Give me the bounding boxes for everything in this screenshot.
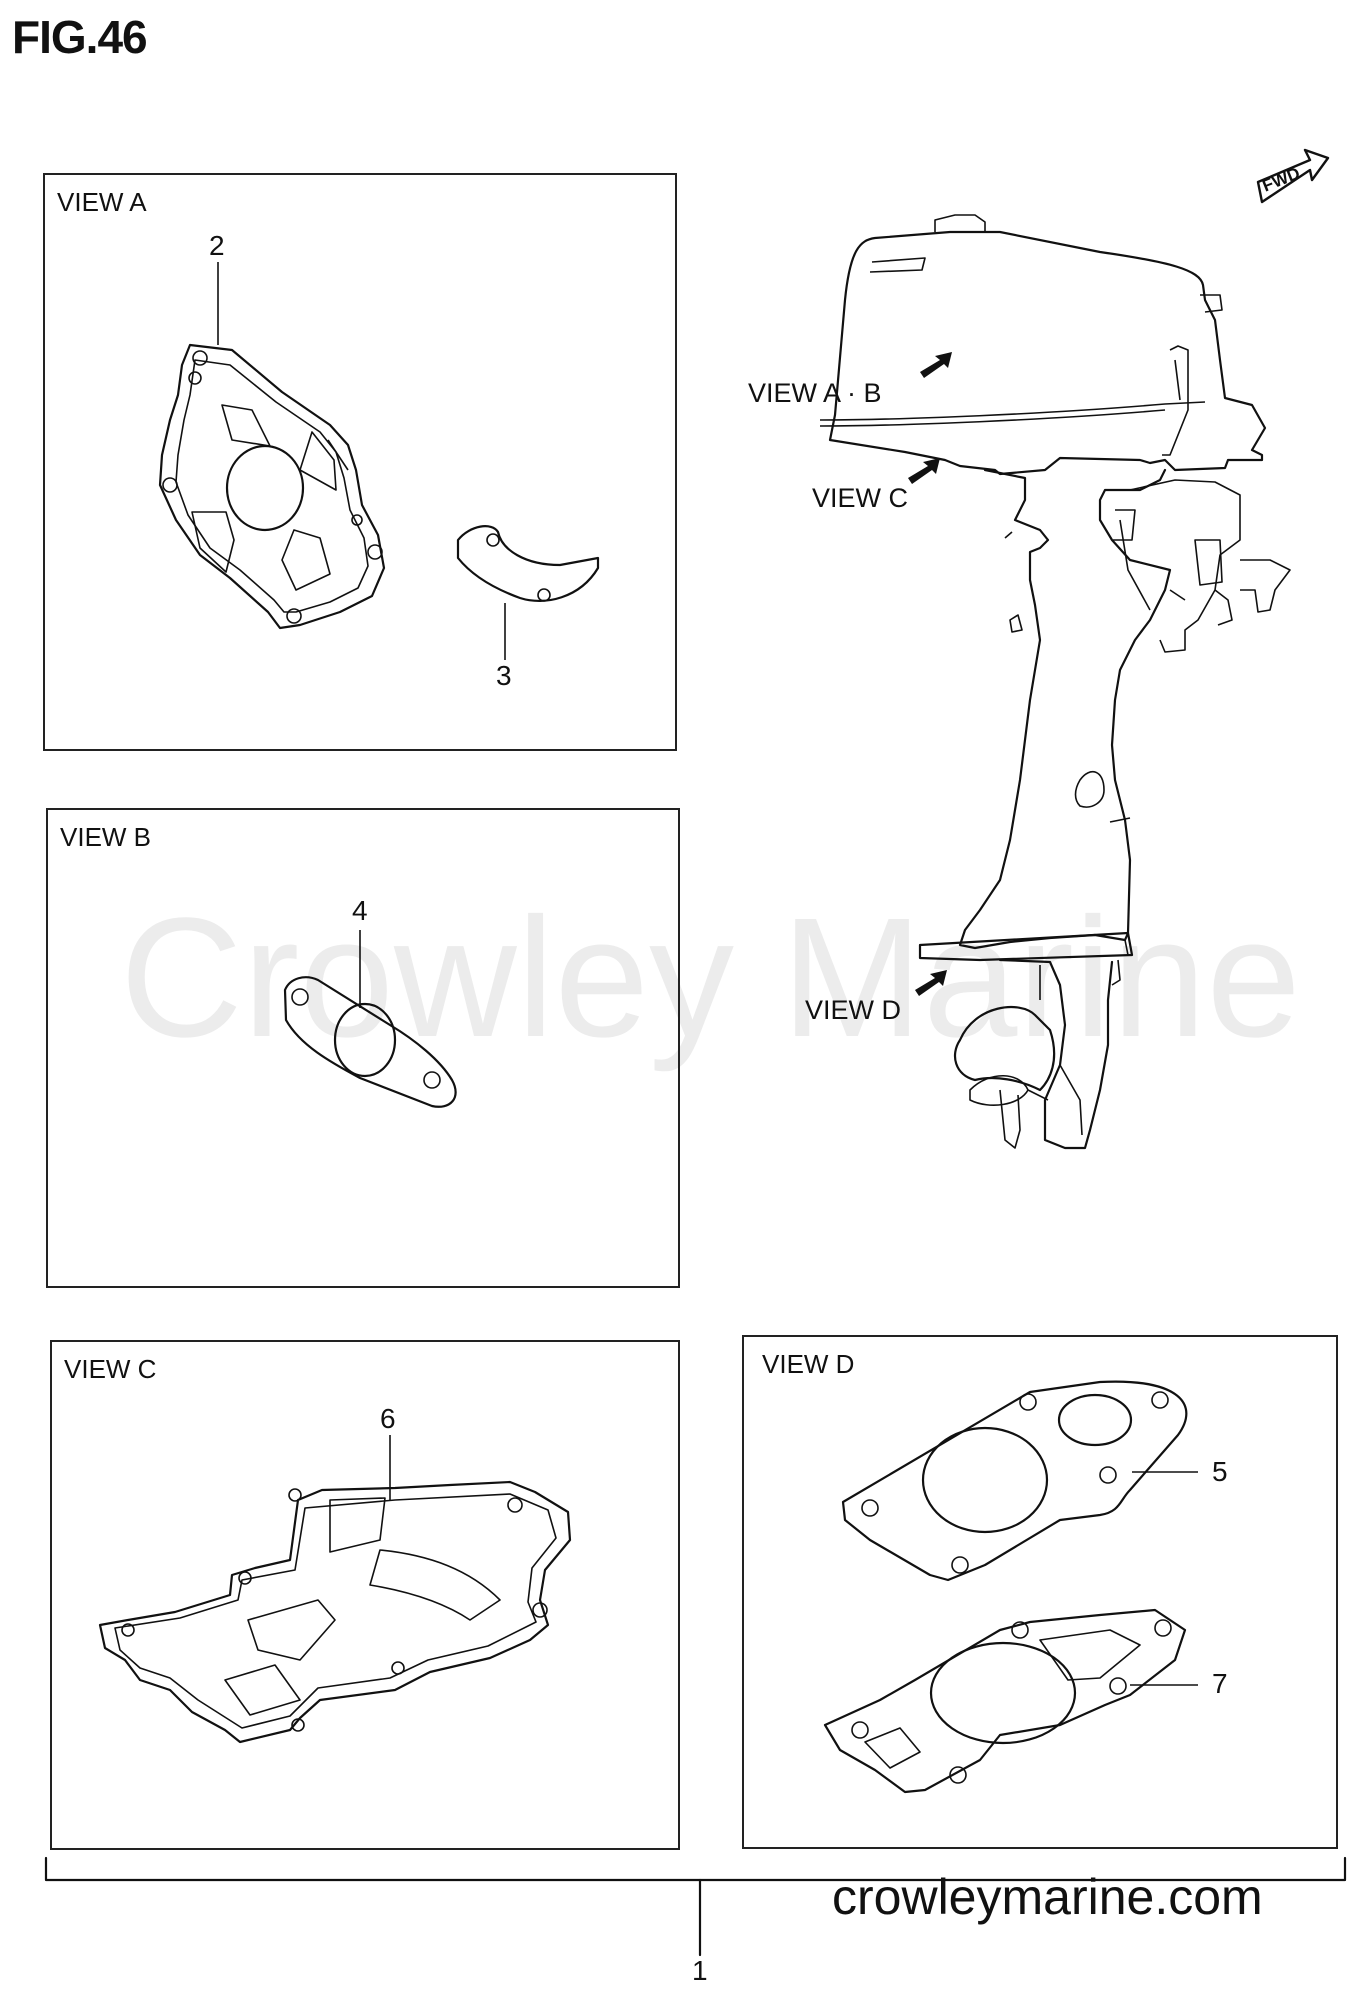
view-b-panel: VIEW B xyxy=(46,808,680,1288)
callout-view-d: VIEW D xyxy=(805,995,902,1025)
part-number-5: 5 xyxy=(1212,1456,1228,1487)
gasket-part-3 xyxy=(456,525,600,660)
gasket-part-7 xyxy=(823,1608,1198,1794)
gasket-part-4 xyxy=(283,930,457,1108)
assembly-bracket xyxy=(44,1856,1347,1957)
fwd-arrow-icon xyxy=(1256,148,1330,204)
view-b-label: VIEW B xyxy=(60,822,152,852)
view-d-panel: VIEW D xyxy=(742,1335,1338,1849)
figure-title: FIG.46 xyxy=(12,11,148,63)
part-number-4: 4 xyxy=(352,895,368,926)
arrow-view-ab xyxy=(920,352,952,378)
arrow-view-c xyxy=(908,458,940,484)
view-c-label: VIEW C xyxy=(64,1354,157,1384)
view-c-panel: VIEW C xyxy=(50,1340,680,1850)
gasket-part-2 xyxy=(158,262,386,630)
callout-view-c: VIEW C xyxy=(812,483,909,513)
view-a-label: VIEW A xyxy=(57,187,147,217)
part-number-7: 7 xyxy=(1212,1668,1228,1699)
part-number-2: 2 xyxy=(209,230,225,261)
part-number-1: 1 xyxy=(692,1955,708,1986)
outboard-engine xyxy=(819,214,1291,1150)
gasket-part-5 xyxy=(841,1380,1198,1582)
footer-site-url: crowleymarine.com xyxy=(832,1869,1263,1925)
arrow-view-d xyxy=(915,970,947,996)
view-d-label: VIEW D xyxy=(762,1349,855,1379)
view-arrows xyxy=(908,352,952,996)
view-a-panel: VIEW A xyxy=(43,173,677,751)
part-number-6: 6 xyxy=(380,1403,396,1434)
watermark: Crowley Marine xyxy=(120,883,1301,1073)
gasket-part-6 xyxy=(98,1435,572,1744)
part-number-3: 3 xyxy=(496,660,512,691)
callout-view-ab: VIEW A · B xyxy=(748,378,882,408)
